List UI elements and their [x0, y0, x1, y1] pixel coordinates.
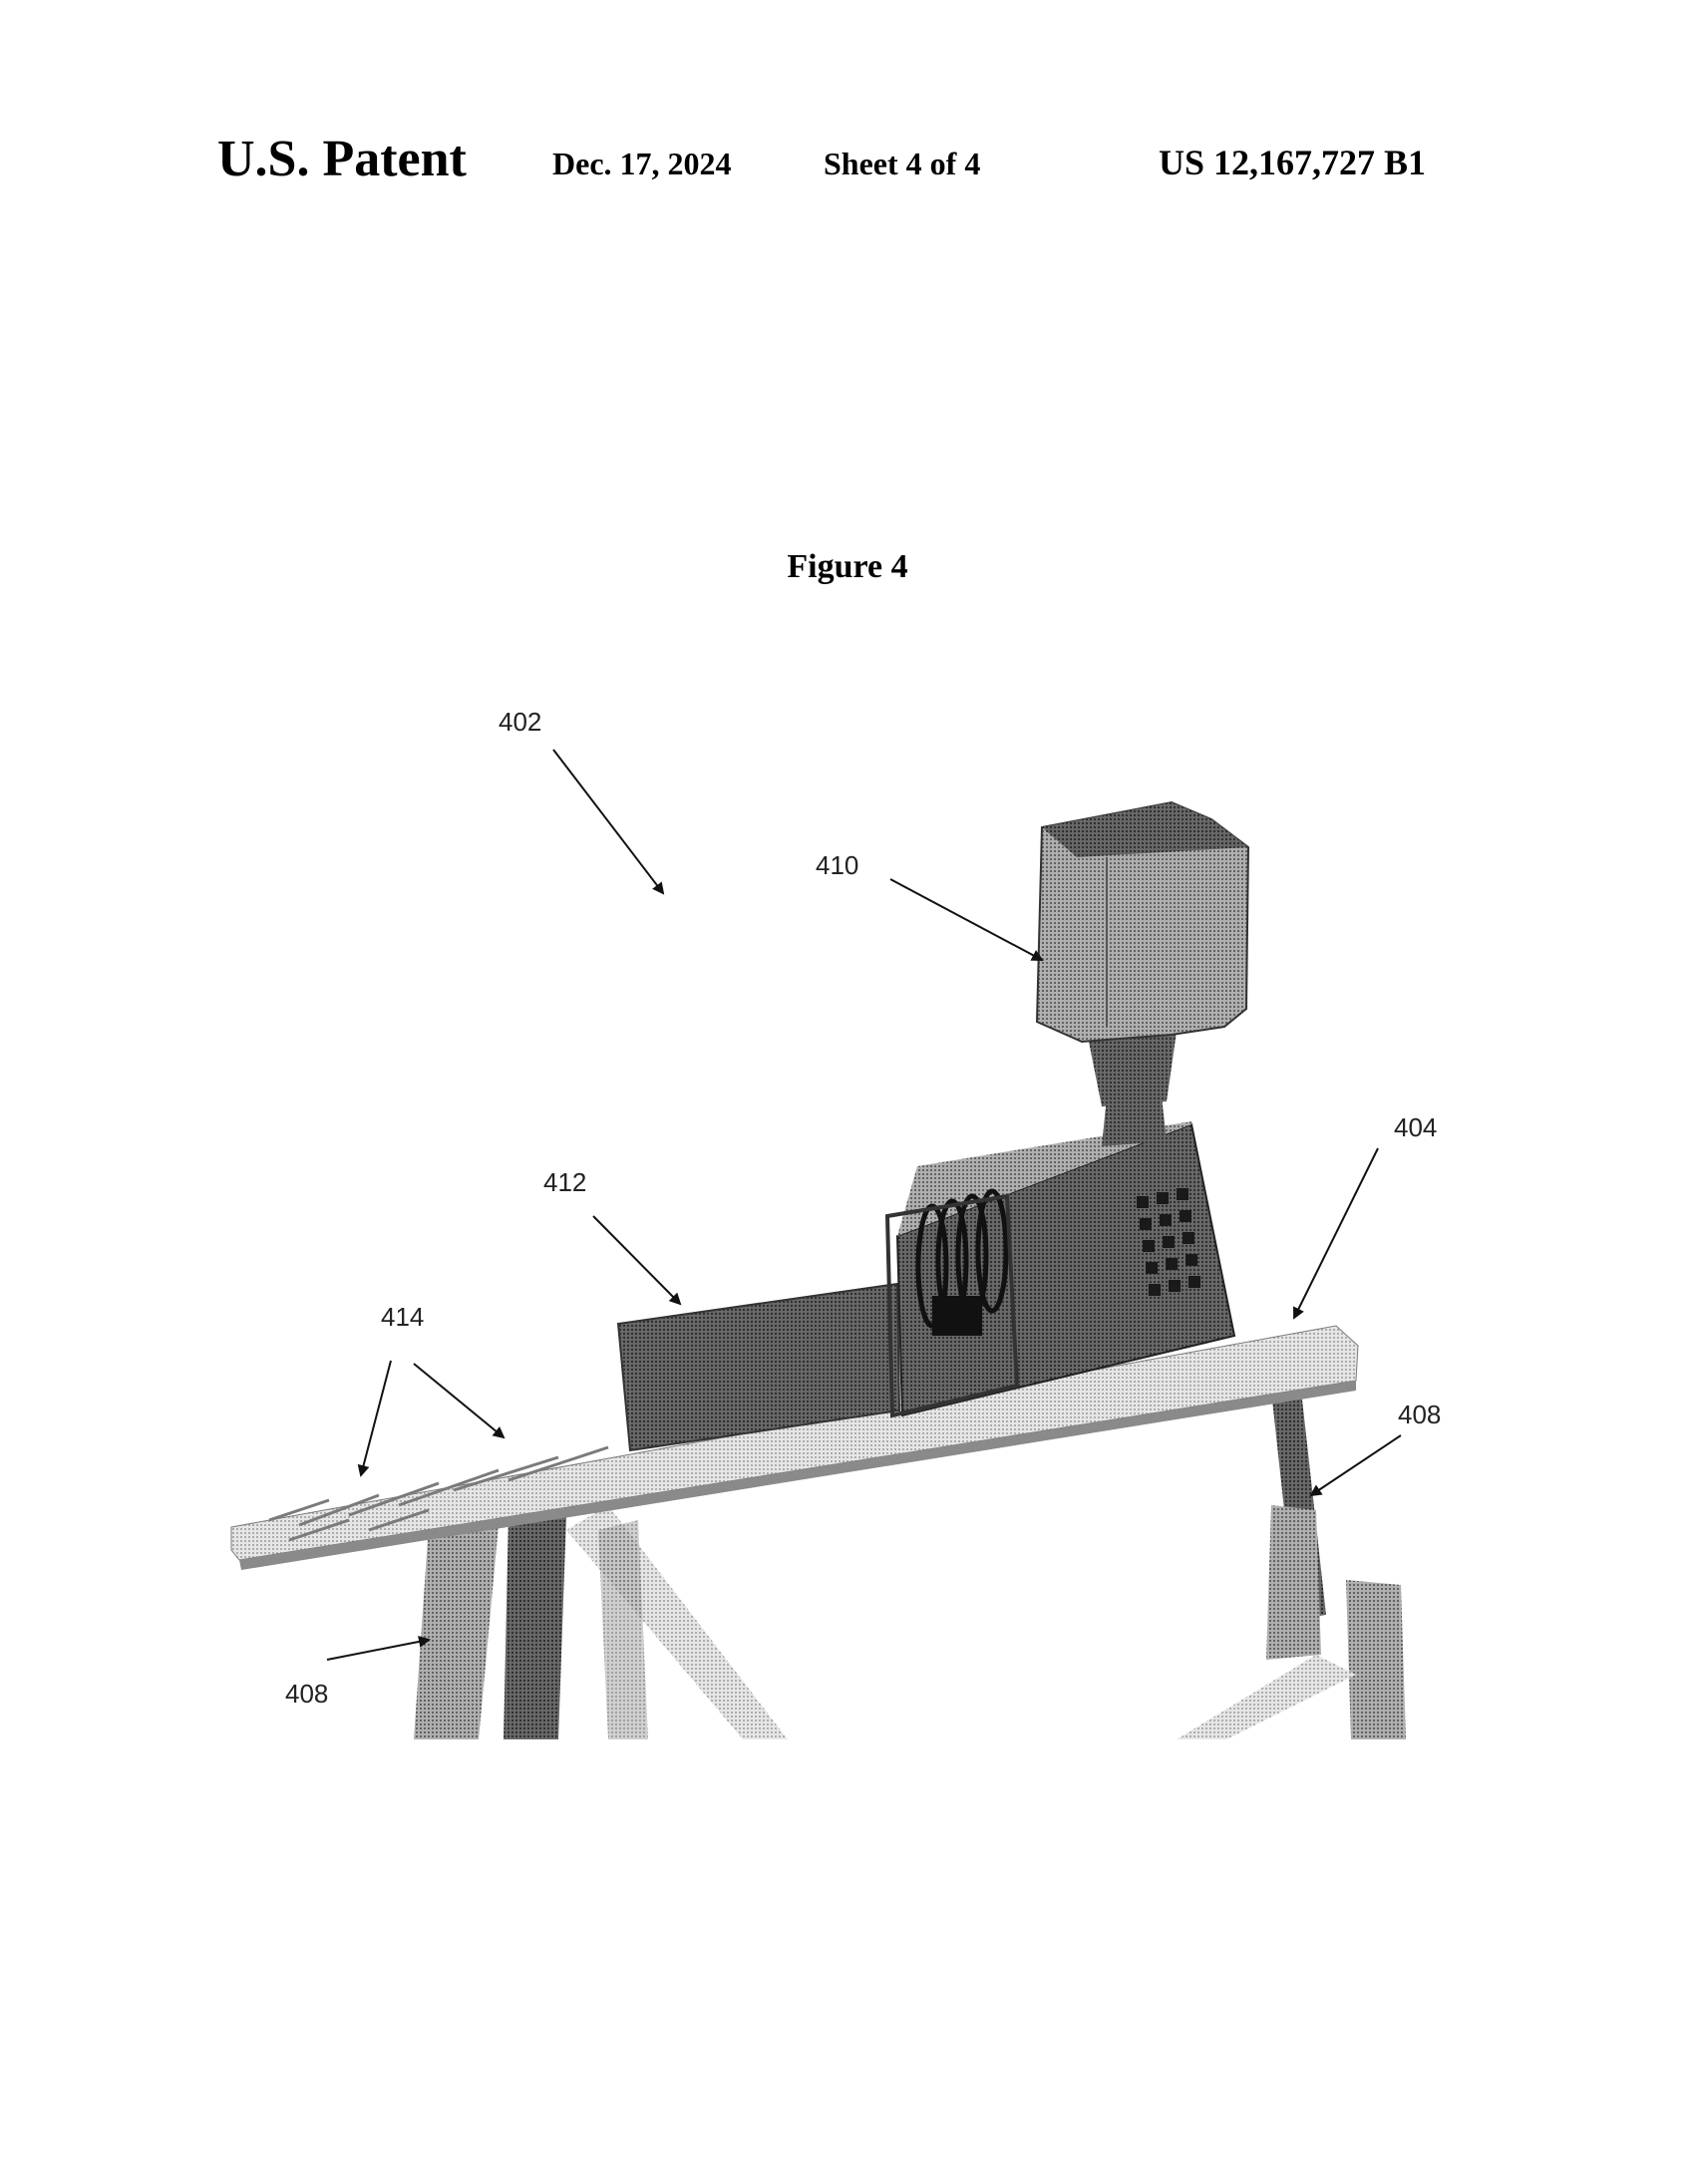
ref-408-left: 408 [285, 1679, 328, 1709]
patent-title: U.S. Patent [217, 131, 467, 187]
ref-402: 402 [499, 707, 541, 737]
ref-412: 412 [543, 1167, 586, 1197]
ref-404: 404 [1394, 1112, 1437, 1142]
right-legs [1177, 1391, 1406, 1739]
ref-408-right: 408 [1398, 1400, 1441, 1429]
ref-414: 414 [381, 1302, 424, 1332]
left-legs [414, 1505, 788, 1739]
leader-lines [326, 749, 1402, 1661]
patent-date: Dec. 17, 2024 [552, 146, 732, 181]
patent-number: US 12,167,727 B1 [1159, 143, 1427, 182]
ref-410: 410 [816, 850, 858, 880]
figure-title: Figure 4 [787, 548, 908, 585]
housing [616, 1121, 1236, 1452]
sheet-indicator: Sheet 4 of 4 [824, 146, 981, 181]
platform [230, 1325, 1359, 1570]
hopper [1035, 800, 1250, 1146]
